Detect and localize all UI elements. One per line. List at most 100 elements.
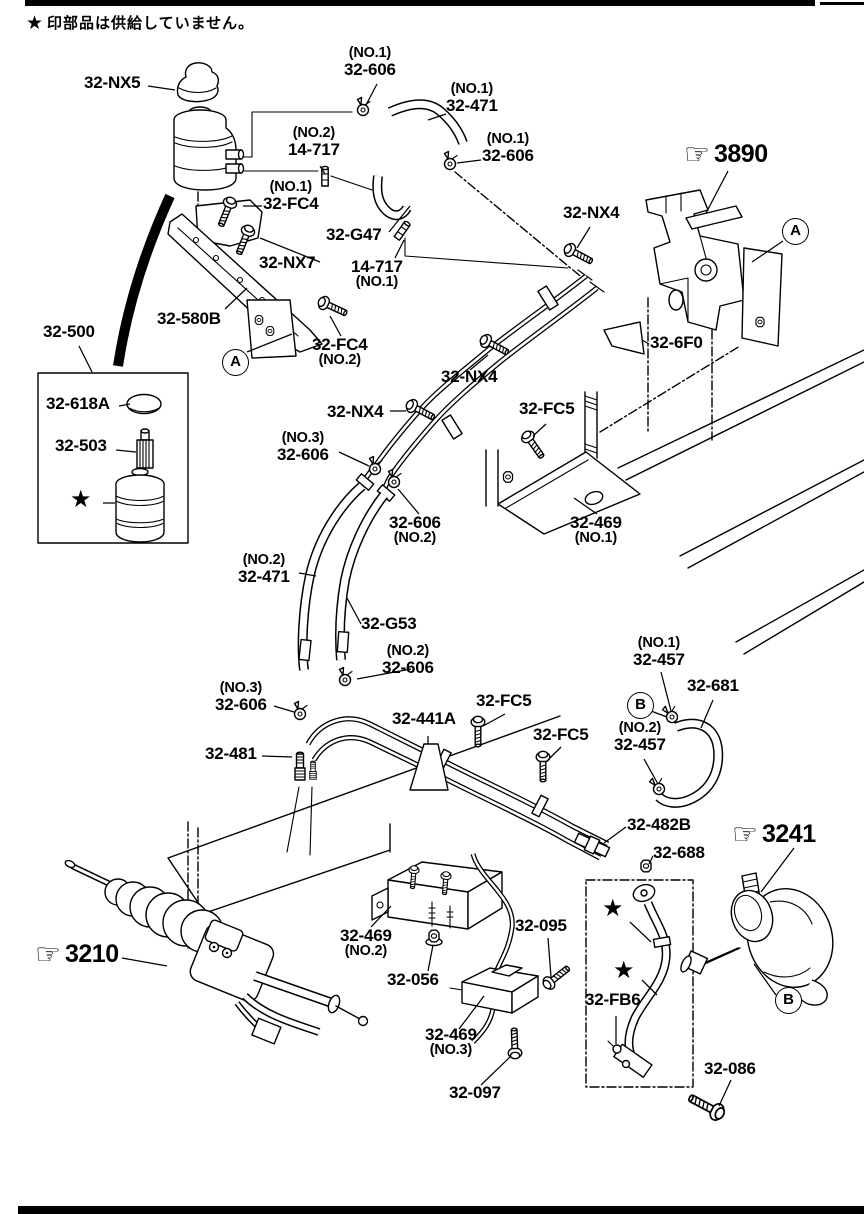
part-number: 32-FC5 — [476, 691, 532, 710]
part-callout-32-nx4: 32-NX4 — [327, 402, 384, 421]
part-number: 32-606 — [344, 59, 396, 79]
part-number: 32-606 — [482, 145, 534, 165]
supply-note-text: 印部品は供給していません。 — [47, 14, 255, 32]
part-number: 32-097 — [449, 1083, 501, 1102]
part-callout-32-681: 32-681 — [687, 676, 739, 695]
star-icon: ★ — [26, 12, 45, 34]
hose-32-G53 — [298, 495, 384, 660]
part-number: 32-086 — [704, 1059, 756, 1078]
bottom-rule — [18, 1206, 864, 1214]
part-number: 32-606 — [389, 513, 441, 532]
view-marker-b: B — [627, 692, 654, 719]
part-number: 32-457 — [614, 734, 666, 754]
power-steering-pump — [680, 872, 834, 1006]
funnel-32-6F0 — [603, 321, 645, 355]
part-qualifier: (NO.2) — [318, 352, 362, 369]
hose-32-G47 — [377, 176, 407, 215]
part-number: 32-606 — [277, 444, 329, 464]
section-ref-3890: ☞3890 — [684, 140, 768, 169]
part-number: 32-056 — [387, 970, 439, 989]
part-callout-32-457: (NO.1)32-457 — [633, 636, 685, 668]
part-callout-32-471: (NO.1)32-471 — [446, 82, 498, 114]
part-callout-32-471: (NO.2)32-471 — [238, 553, 290, 585]
part-qualifier: (NO.1) — [450, 81, 494, 97]
part-number: 32-G53 — [361, 614, 417, 633]
part-number: 32-NX4 — [327, 402, 384, 421]
part-number: 32-688 — [653, 843, 705, 862]
section-ref-number: 3210 — [65, 940, 119, 968]
part-number: 32-FC5 — [519, 399, 575, 418]
part-number: 32-NX4 — [563, 203, 620, 222]
part-number: 32-FC4 — [312, 335, 368, 354]
part-callout-32-482b: 32-482B — [627, 815, 691, 834]
part-number: 32-FC5 — [533, 725, 589, 744]
inset-box-32-500 — [37, 372, 189, 544]
supply-note: ★印部品は供給していません。 — [26, 12, 254, 34]
part-number: 32-471 — [446, 95, 498, 115]
part-qualifier: (NO.2) — [618, 720, 662, 736]
part-number: 32-618A — [46, 394, 110, 413]
top-rule-right — [820, 2, 864, 5]
steering-gear-3210 — [64, 859, 369, 1045]
star-icon: ★ — [613, 956, 635, 984]
part-callout-32-469: 32-469(NO.1) — [570, 514, 622, 546]
part-qualifier: (NO.1) — [486, 131, 530, 147]
part-number: 32-NX5 — [84, 73, 141, 92]
view-marker-a: A — [782, 218, 809, 245]
part-callout-32-580b: 32-580B — [157, 309, 221, 328]
part-callout-32-503: 32-503 — [55, 436, 107, 455]
part-number: 32-471 — [238, 566, 290, 586]
part-callout-32-nx4: 32-NX4 — [441, 368, 498, 386]
part-callout-32-469: 32-469(NO.2) — [340, 927, 392, 959]
clamp-32-469-no3 — [449, 964, 539, 1014]
part-callout-32-fb6: 32-FB6 — [585, 991, 641, 1009]
bracket-32-469-no1 — [485, 391, 641, 535]
part-number: 32-441A — [392, 709, 456, 728]
part-number: 32-469 — [425, 1025, 477, 1044]
part-number: 32-482B — [627, 815, 691, 834]
part-qualifier: (NO.3) — [281, 430, 325, 446]
part-callout-32-fc5: 32-FC5 — [519, 399, 575, 418]
part-callout-32-606: (NO.3)32-606 — [215, 681, 267, 713]
part-qualifier: (NO.3) — [429, 1042, 473, 1059]
part-callout-32-618a: 32-618A — [46, 394, 110, 413]
part-callout-32-nx7: 32-NX7 — [259, 254, 316, 272]
part-number: 32-6F0 — [650, 333, 703, 352]
view-marker-a: A — [222, 349, 249, 376]
hose-32-681 — [659, 724, 718, 803]
part-number: 32-095 — [515, 916, 567, 935]
part-number: 32-681 — [687, 676, 739, 695]
funnel-32-441A — [409, 743, 449, 791]
part-qualifier: (NO.3) — [219, 680, 263, 696]
part-qualifier: (NO.2) — [393, 530, 437, 547]
star-icon: ★ — [70, 485, 92, 513]
assoc-line-32-606 — [454, 171, 586, 281]
part-callout-14-717: (NO.2)14-717 — [288, 126, 340, 158]
part-callout-32-nx4: 32-NX4 — [563, 203, 620, 222]
part-number: 32-503 — [55, 436, 107, 455]
part-callout-32-457: (NO.2)32-457 — [614, 721, 666, 753]
part-number: 32-469 — [340, 926, 392, 945]
coupler-32-482B — [573, 832, 611, 858]
part-qualifier: (NO.2) — [386, 643, 430, 659]
part-qualifier: (NO.1) — [269, 179, 313, 195]
hose-32-471-no2 — [303, 486, 362, 670]
part-callout-32-097: 32-097 — [449, 1083, 501, 1102]
section-ref-3241: ☞3241 — [732, 820, 816, 849]
top-rule — [25, 0, 815, 6]
part-number: 32-500 — [43, 322, 95, 341]
part-number: 32-580B — [157, 309, 221, 328]
part-qualifier: (NO.2) — [292, 125, 336, 141]
pointing-hand-icon: ☞ — [684, 137, 710, 171]
bracket-32-580B — [167, 199, 323, 359]
section-ref-number: 3890 — [714, 140, 768, 168]
part-callout-32-095: 32-095 — [515, 916, 567, 935]
part-qualifier: (NO.1) — [637, 635, 681, 651]
part-callout-32-086: 32-086 — [704, 1059, 756, 1078]
part-number: 32-457 — [633, 649, 685, 669]
part-callout-32-056: 32-056 — [387, 970, 439, 989]
part-callout-32-469: 32-469(NO.3) — [425, 1026, 477, 1058]
part-number: 32-469 — [570, 513, 622, 532]
part-number: 14-717 — [351, 257, 403, 276]
